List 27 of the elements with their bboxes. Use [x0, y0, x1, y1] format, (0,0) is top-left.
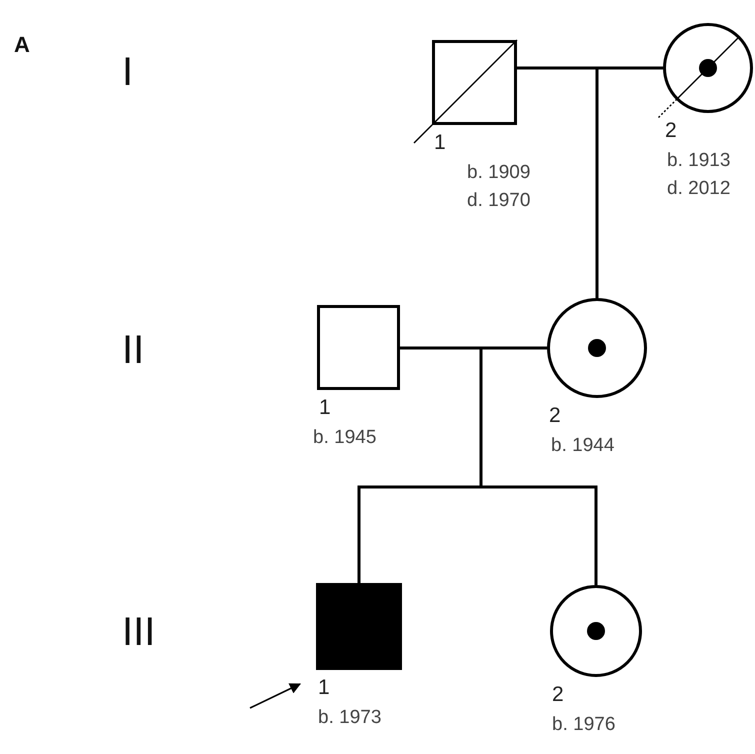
life-date: d. 1970	[467, 189, 530, 213]
female-circle-symbol	[547, 298, 647, 398]
individual-number: 2	[665, 119, 677, 143]
life-date: b. 1976	[552, 713, 616, 737]
individual-number: 2	[552, 683, 564, 707]
individual-number: 1	[319, 396, 331, 420]
life-date: d. 2012	[667, 177, 730, 201]
male-square-symbol	[432, 40, 517, 125]
generation-numeral: II	[122, 330, 144, 370]
life-date: b. 1913	[667, 149, 730, 173]
life-date: b. 1973	[318, 706, 382, 730]
individual-number: 2	[549, 404, 561, 428]
female-circle-symbol	[550, 585, 642, 677]
pedigree-line	[596, 66, 663, 300]
proband-arrow	[250, 683, 301, 709]
life-date: b. 1944	[551, 434, 614, 458]
individual-number: 1	[318, 676, 330, 700]
pedigree-line	[480, 346, 598, 585]
generation-numeral: I	[122, 52, 134, 92]
male-square-symbol	[316, 583, 402, 670]
female-circle-symbol	[663, 23, 753, 113]
individual-number: 1	[434, 131, 446, 155]
generation-numeral: III	[122, 612, 156, 652]
male-square-symbol	[317, 305, 400, 390]
panel-letter: A	[14, 34, 30, 56]
life-date: b. 1909	[467, 161, 530, 185]
life-date: b. 1945	[313, 426, 376, 450]
